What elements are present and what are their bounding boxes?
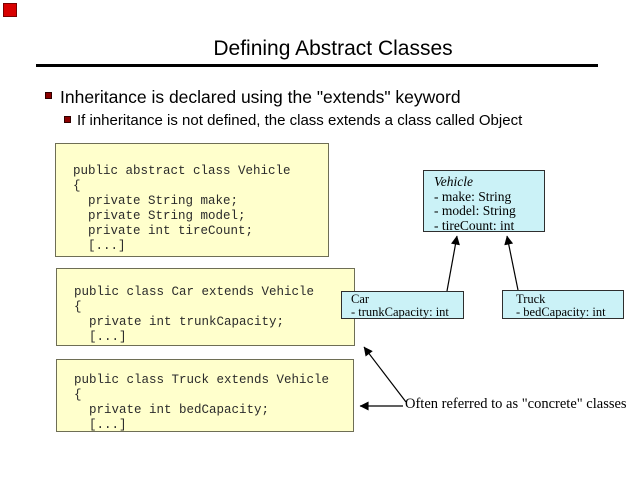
uml-class-car: Car - trunkCapacity: int (341, 291, 464, 319)
code-box-truck: public class Truck extends Vehicle { pri… (56, 359, 354, 432)
title-underline (36, 64, 598, 67)
code-line: public abstract class Vehicle (73, 164, 291, 178)
uml-attribute: - tireCount: int (434, 217, 515, 233)
code-line: [...] (73, 239, 126, 253)
red-square-marker-icon (3, 3, 17, 17)
bullet-square-icon (64, 116, 71, 123)
uml-class-truck: Truck - bedCapacity: int (502, 290, 624, 319)
code-box-car: public class Car extends Vehicle { priva… (56, 268, 355, 346)
code-line: { (74, 300, 82, 314)
uml-class-name: Vehicle (434, 174, 473, 189)
code-line: public class Truck extends Vehicle (74, 373, 330, 387)
bullet-level1: Inheritance is declared using the "exten… (60, 87, 461, 107)
uml-class-name: Truck (516, 292, 546, 306)
bullet-square-icon (45, 92, 52, 99)
code-line: private String model; (73, 209, 246, 223)
code-line: [...] (74, 418, 127, 432)
uml-attribute: - trunkCapacity: int (351, 305, 449, 319)
code-line: private int bedCapacity; (74, 403, 270, 417)
code-line: [...] (74, 330, 127, 344)
slide-title: Defining Abstract Classes (213, 37, 453, 60)
code-line: { (74, 388, 82, 402)
code-line: private int tireCount; (73, 224, 254, 238)
concrete-classes-annotation: Often referred to as "concrete" classes (405, 396, 627, 412)
code-line: public class Car extends Vehicle (74, 285, 315, 299)
code-box-vehicle: public abstract class Vehicle { private … (55, 143, 329, 257)
uml-class-vehicle: Vehicle - make: String - model: String -… (423, 170, 545, 232)
code-line: private int trunkCapacity; (74, 315, 285, 329)
uml-attribute: - model: String (434, 203, 516, 218)
uml-attribute: - make: String (434, 188, 512, 204)
code-line: { (73, 179, 81, 193)
bullet-level2: If inheritance is not defined, the class… (77, 112, 523, 129)
inheritance-arrow-truck-to-vehicle (504, 235, 519, 291)
inheritance-arrow-car-to-vehicle (446, 235, 460, 292)
uml-class-name: Car (351, 292, 370, 306)
annotation-arrow-to-car-box (363, 346, 407, 403)
uml-attribute: - bedCapacity: int (516, 305, 606, 319)
code-line: private String make; (73, 194, 239, 208)
